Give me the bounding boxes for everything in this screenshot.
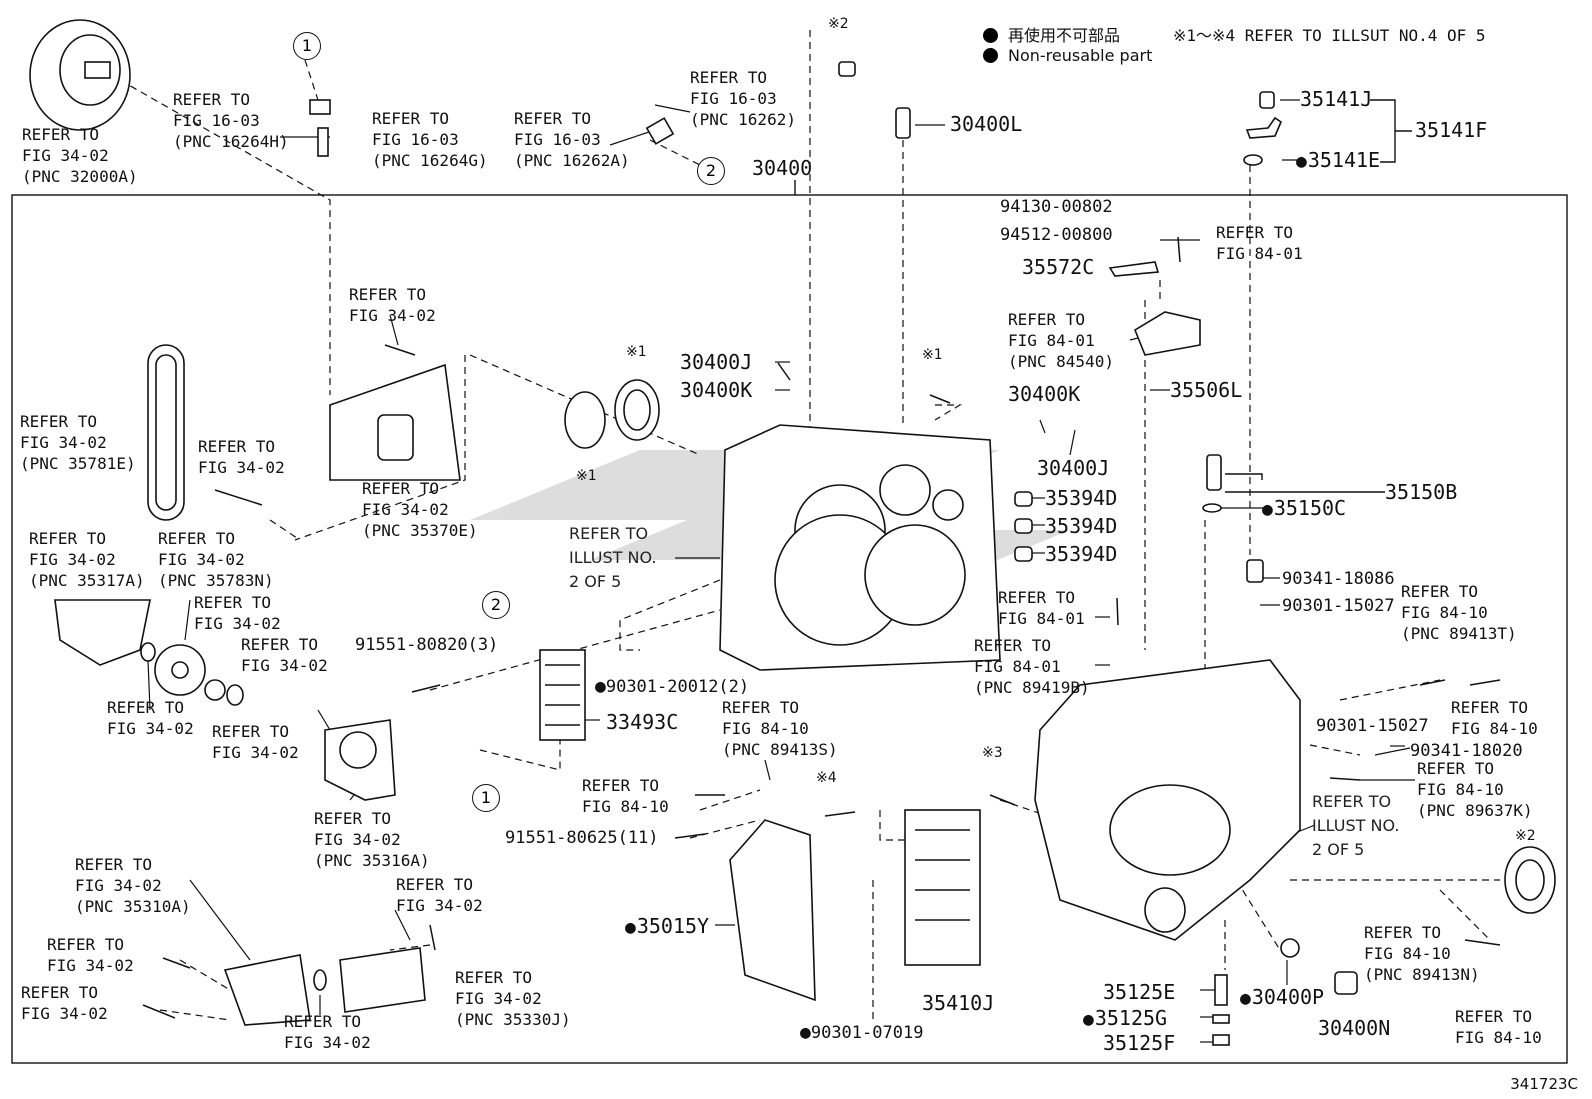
refer-34-02-d[interactable]: REFER TO FIG 34-02 [241, 635, 328, 675]
note-mark-4: ※4 [816, 770, 837, 786]
callout-1: 1 [293, 32, 321, 60]
refer-34-02-c[interactable]: REFER TO FIG 34-02 [194, 593, 281, 633]
callout-2: 2 [482, 591, 510, 619]
bullet-icon [983, 48, 998, 63]
legend-jp: 再使用不可部品 [983, 22, 1120, 46]
refer-35317A[interactable]: REFER TO FIG 34-02 (PNC 35317A) [29, 529, 145, 590]
part-35125E[interactable]: 35125E [1103, 980, 1176, 1004]
note-mark-2: ※2 [828, 16, 849, 32]
note-mark-1: ※1 [576, 468, 597, 484]
refer-16264H[interactable]: REFER TO FIG 16-03 (PNC 16264H) [173, 90, 289, 151]
refer-34-02-i[interactable]: REFER TO FIG 34-02 [396, 875, 483, 915]
note-mark-1: ※1 [626, 344, 647, 360]
valve-body [904, 809, 981, 966]
part-33493C[interactable]: 33493C [606, 710, 679, 734]
refer-34-02-f[interactable]: REFER TO FIG 34-02 [212, 722, 299, 762]
part-35141F[interactable]: 35141F [1415, 118, 1488, 142]
part-35141E[interactable]: 35141E [1296, 149, 1380, 173]
part-35572C[interactable]: 35572C [1022, 255, 1095, 279]
part-35394D-2[interactable]: 35394D [1045, 514, 1118, 538]
illust-ref-b[interactable]: REFER TO ILLUST NO. 2 OF 5 [1312, 792, 1400, 859]
refer-89413T[interactable]: REFER TO FIG 84-10 (PNC 89413T) [1401, 582, 1517, 643]
part-35394D-1[interactable]: 35394D [1045, 486, 1118, 510]
part-90341-18086[interactable]: 90341-18086 [1282, 569, 1395, 589]
part-30400N[interactable]: 30400N [1318, 1016, 1391, 1040]
refer-16262[interactable]: REFER TO FIG 16-03 (PNC 16262) [690, 68, 796, 129]
part-35141J[interactable]: 35141J [1300, 87, 1373, 111]
assembly-label: 30400 [752, 156, 813, 180]
part-35506L[interactable]: 35506L [1170, 378, 1243, 402]
refer-89413N[interactable]: REFER TO FIG 84-10 (PNC 89413N) [1364, 923, 1480, 984]
refer-89413S[interactable]: REFER TO FIG 84-10 (PNC 89413S) [722, 698, 838, 759]
refer-34-02-a[interactable]: REFER TO FIG 34-02 [349, 285, 436, 325]
control-module [729, 819, 816, 1002]
refer-35310A[interactable]: REFER TO FIG 34-02 (PNC 35310A) [75, 855, 191, 916]
refer-89637K[interactable]: REFER TO FIG 84-10 (PNC 89637K) [1417, 759, 1533, 820]
refer-16264G[interactable]: REFER TO FIG 16-03 (PNC 16264G) [372, 109, 488, 170]
illust-ref-a[interactable]: REFER TO ILLUST NO. 2 OF 5 [569, 524, 657, 591]
refer-84-01-b[interactable]: REFER TO FIG 84-01 [998, 588, 1085, 628]
refer-35330J[interactable]: REFER TO FIG 34-02 (PNC 35330J) [455, 968, 571, 1029]
part-90301-15027-a[interactable]: 90301-15027 [1282, 596, 1395, 616]
part-30400K[interactable]: 30400K [680, 378, 753, 402]
refer-35783N[interactable]: REFER TO FIG 34-02 (PNC 35783N) [158, 529, 274, 590]
refer-34-02-j[interactable]: REFER TO FIG 34-02 [284, 1012, 371, 1052]
refer-32000A[interactable]: REFER TO FIG 34-02 (PNC 32000A) [22, 125, 138, 186]
refer-35370E[interactable]: REFER TO FIG 34-02 (PNC 35370E) [362, 479, 478, 540]
bullet-icon [983, 28, 998, 43]
bullet-icon: ● [800, 1022, 811, 1043]
part-90301-20012[interactable]: ●90301-20012(2) [595, 676, 750, 697]
refer-35316A[interactable]: REFER TO FIG 34-02 (PNC 35316A) [314, 809, 430, 870]
refer-34-02-b[interactable]: REFER TO FIG 34-02 [198, 437, 285, 477]
part-35015Y[interactable]: 35015Y [625, 915, 709, 939]
legend-note: ※1～※4 REFER TO ILLSUT NO.4 OF 5 [1173, 26, 1486, 45]
oil-seal [564, 391, 606, 449]
callout-2: 2 [697, 157, 725, 185]
part-30400J-b[interactable]: 30400J [1037, 456, 1110, 480]
part-91551-80625[interactable]: 91551-80625(11) [505, 828, 659, 848]
bullet-icon: ● [595, 676, 606, 697]
callout-1: 1 [472, 784, 500, 812]
part-35394D-3[interactable]: 35394D [1045, 542, 1118, 566]
part-35125G[interactable]: 35125G [1083, 1007, 1167, 1031]
refer-16262A[interactable]: REFER TO FIG 16-03 (PNC 16262A) [514, 109, 630, 170]
part-91551-80820[interactable]: 91551-80820(3) [355, 635, 499, 655]
refer-34-02-h[interactable]: REFER TO FIG 34-02 [21, 983, 108, 1023]
legend-en: Non-reusable part [983, 46, 1152, 65]
refer-89419B[interactable]: REFER TO FIG 84-01 (PNC 89419B) [974, 636, 1090, 697]
assembly-frame [11, 194, 1568, 1064]
part-35125F[interactable]: 35125F [1103, 1031, 1176, 1055]
note-mark-2: ※2 [1515, 828, 1536, 844]
part-35150C[interactable]: 35150C [1262, 497, 1346, 521]
part-30400L[interactable]: 30400L [950, 112, 1023, 136]
refer-34-02-g[interactable]: REFER TO FIG 34-02 [47, 935, 134, 975]
part-90341-18020[interactable]: 90341-18020 [1410, 741, 1523, 761]
part-90301-07019[interactable]: ●90301-07019 [800, 1022, 924, 1043]
note-mark-3: ※3 [982, 745, 1003, 761]
refer-84-01-a[interactable]: REFER TO FIG 84-01 [1216, 223, 1303, 263]
part-30400K-b[interactable]: 30400K [1008, 382, 1081, 406]
refer-84-10-c[interactable]: REFER TO FIG 84-10 [1455, 1007, 1542, 1047]
refer-84540[interactable]: REFER TO FIG 84-01 (PNC 84540) [1008, 310, 1114, 371]
part-90301-15027-b[interactable]: 90301-15027 [1316, 716, 1429, 736]
part-30400P[interactable]: 30400P [1240, 986, 1324, 1010]
part-94130-00802[interactable]: 94130-00802 [1000, 197, 1113, 217]
refer-34-02-e[interactable]: REFER TO FIG 34-02 [107, 698, 194, 738]
note-mark-1: ※1 [922, 347, 943, 363]
part-30400J[interactable]: 30400J [680, 350, 753, 374]
part-35150B[interactable]: 35150B [1385, 480, 1458, 504]
part-94512-00800[interactable]: 94512-00800 [1000, 225, 1113, 245]
refer-35781E[interactable]: REFER TO FIG 34-02 (PNC 35781E) [20, 412, 136, 473]
drawing-code: 341723C [1510, 1075, 1578, 1093]
refer-84-10-b[interactable]: REFER TO FIG 84-10 [582, 776, 669, 816]
part-35410J[interactable]: 35410J [922, 991, 995, 1015]
refer-84-10-a[interactable]: REFER TO FIG 84-10 [1451, 698, 1538, 738]
oil-cooler [539, 649, 586, 741]
